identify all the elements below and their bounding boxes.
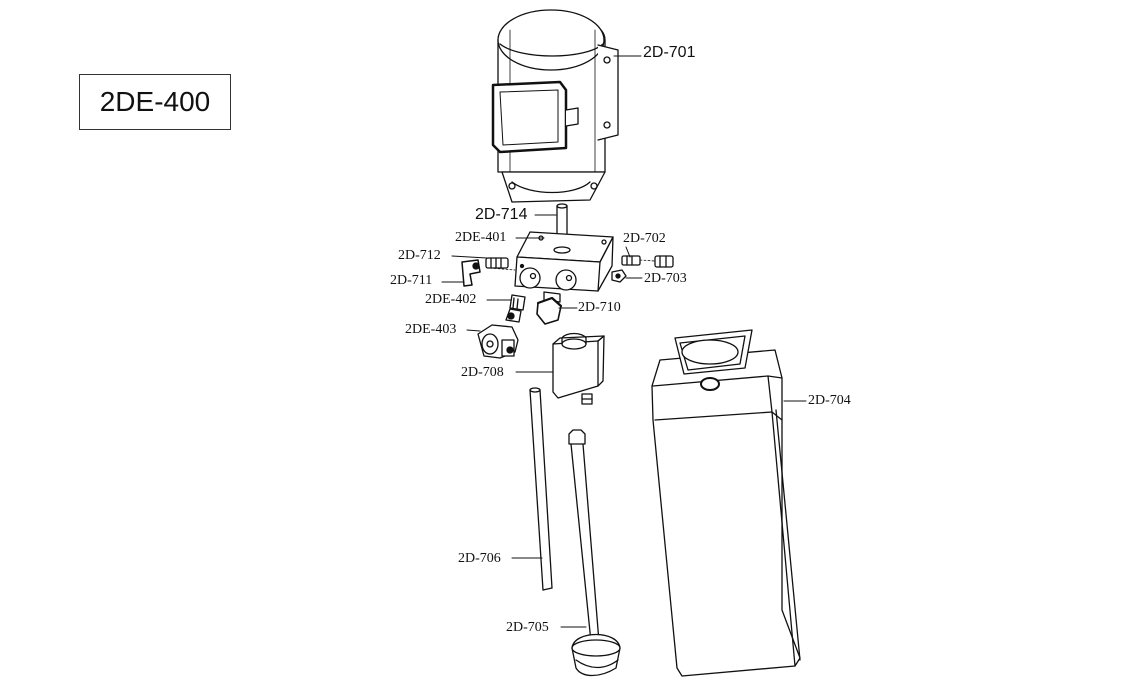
right-connector-drawing [621,255,674,268]
bottom-fitting-drawing [505,294,526,323]
motor-drawing [491,9,619,203]
callout-bracket: 2DE-403 [405,322,457,337]
callout-tube: 2D-706 [458,551,501,566]
tube-drawing [529,387,553,591]
callout-solenoid: 2D-708 [461,365,504,380]
left-fitting-drawing [485,257,509,269]
leader-lines [441,55,807,628]
callout-fitting-bottom: 2DE-402 [425,292,477,307]
right-nut-drawing [611,269,627,283]
callout-elbow-left: 2D-711 [390,273,433,288]
valve-block-drawing [489,231,614,292]
solenoid-drawing [552,332,605,405]
model-title: 2DE-400 [79,74,231,130]
callout-valve: 2D-710 [578,300,621,315]
suction-pipe-drawing [568,429,621,677]
callout-connector-right: 2D-702 [623,231,666,246]
callout-block: 2DE-401 [455,230,507,245]
bracket-drawing [477,324,519,359]
callout-fitting-left: 2D-712 [398,248,441,263]
callout-motor: 2D-701 [643,44,696,61]
tank-drawing [651,329,801,677]
callout-nut-right: 2D-703 [644,271,687,286]
left-elbow-drawing [461,259,481,287]
valve-drawing [536,291,563,325]
callout-suction-pipe: 2D-705 [506,620,549,635]
callout-tank: 2D-704 [808,393,851,408]
callout-pipe-short: 2D-714 [475,206,528,223]
